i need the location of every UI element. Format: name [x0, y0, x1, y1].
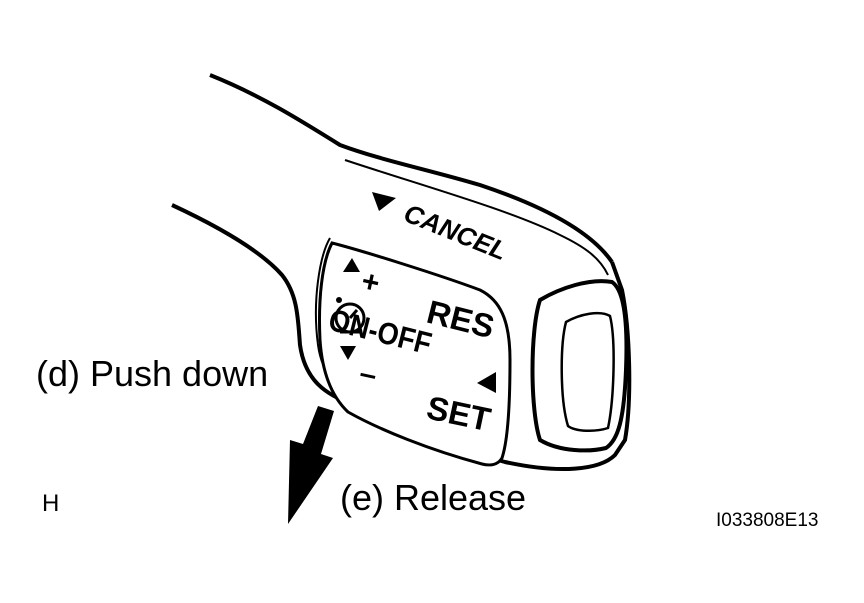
lever-stalk-bottom-edge: [171, 203, 356, 407]
push-down-label: (d) Push down: [36, 353, 268, 394]
decrease-arrow-icon: [340, 346, 356, 360]
lever-stalk-top-edge: [209, 73, 614, 264]
corner-letter: H: [42, 490, 59, 517]
on-off-arrow-icon: [477, 372, 496, 393]
increase-arrow-icon: [343, 258, 360, 272]
lever-stalk-inner-edge: [344, 159, 609, 276]
end-cap-inner: [560, 311, 615, 432]
switch-face-plate: [318, 241, 512, 467]
cruise-speedometer-icon: [334, 297, 366, 334]
minus-label: –: [357, 357, 380, 393]
release-label: (e) Release: [340, 477, 526, 518]
figure-code: I033808E13: [716, 510, 819, 531]
cancel-arrow-icon: [372, 192, 396, 211]
arrow-down-icon: [288, 406, 334, 524]
